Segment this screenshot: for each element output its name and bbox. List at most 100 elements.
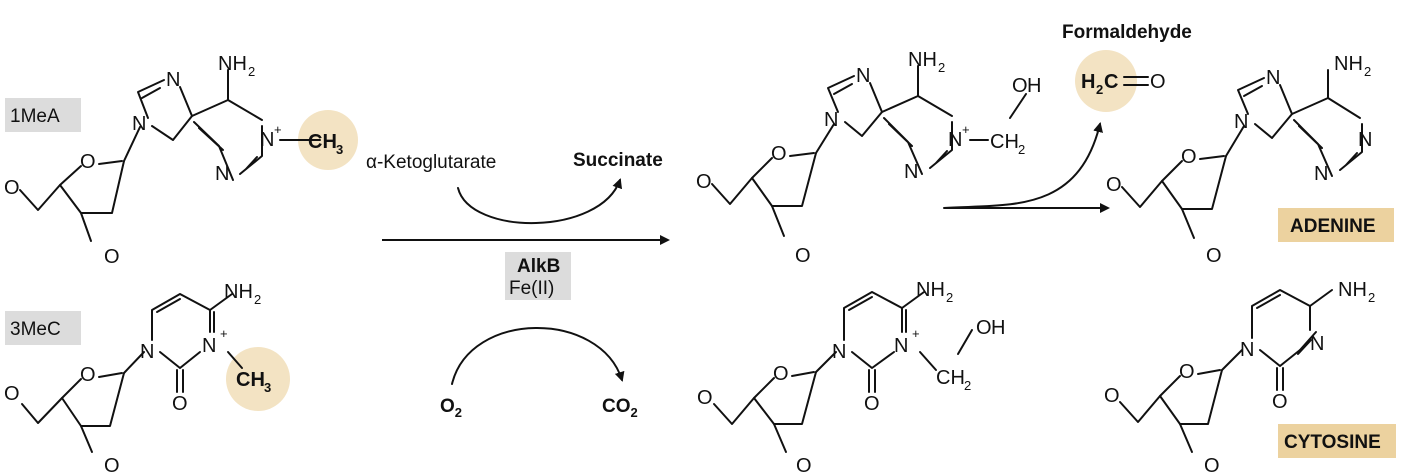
reaction-conditions: α-Ketoglutarate Succinate AlkB Fe(II) O2… [366, 150, 670, 420]
atom-n3: N [215, 163, 229, 185]
hydroxyl-h: H [991, 317, 1005, 339]
hydroxyl-h: H [1027, 75, 1041, 97]
carbonyl-o: O [172, 393, 188, 415]
amine-nh: NH [916, 279, 945, 301]
purine-ring: N N N N NH 2 [1234, 53, 1372, 185]
formaldehyde-label: Formaldehyde [1062, 22, 1192, 43]
cytosine-box [1278, 424, 1396, 458]
enzyme-box [505, 252, 571, 300]
ring-oxygen: O [1181, 146, 1197, 168]
oxygen-3: O [1204, 455, 1220, 473]
atom-n3: N [1310, 333, 1324, 355]
oxygen-3: O [796, 455, 812, 473]
pyrimidine-ring: N N + O NH 2 CH 3 [140, 281, 271, 415]
methyl-ch: CH [236, 369, 265, 391]
methylene-sub: 2 [964, 378, 971, 393]
formaldehyde-c: C [1104, 71, 1118, 93]
purine-ring: N N N N + NH 2 CH 2 O H [824, 49, 1041, 183]
ketoglutarate-label: α-Ketoglutarate [366, 152, 496, 173]
amine-sub: 2 [938, 60, 945, 75]
ring-oxygen: O [771, 143, 787, 165]
co2-label: CO2 [602, 396, 638, 420]
atom-n3: N [1314, 163, 1328, 185]
carbonyl-o: O [1272, 391, 1288, 413]
charge-plus: + [912, 326, 920, 341]
deoxyribose-ring: O O O [4, 126, 141, 268]
cofactor-label: Fe(II) [509, 278, 554, 299]
formaldehyde-h: H [1081, 71, 1095, 93]
deoxyribose-ring: O O O [1106, 125, 1245, 267]
oxygen-arrow [451, 327, 625, 385]
cosubstrate-arrow [457, 178, 622, 224]
atom-n7: N [166, 69, 180, 91]
charge-plus: + [220, 326, 228, 341]
formaldehyde-double-bond [1123, 76, 1149, 86]
hydroxyl-o: O [976, 317, 992, 339]
atom-n9: N [132, 113, 146, 135]
methyl-ch: CH [308, 131, 337, 153]
formaldehyde-h-sub: 2 [1096, 82, 1103, 97]
atom-n7: N [856, 65, 870, 87]
methylene-ch: CH [990, 131, 1019, 153]
methyl-sub: 3 [336, 142, 343, 157]
deoxyribose-ring: O O O [4, 351, 145, 473]
charge-plus: + [962, 122, 970, 137]
formaldehyde-release: Formaldehyde H 2 C O [943, 22, 1192, 213]
charge-plus: + [274, 122, 282, 137]
succinate-label: Succinate [573, 150, 663, 171]
oxygen-3: O [1206, 245, 1222, 267]
ring-oxygen: O [80, 151, 96, 173]
product-cytosine: O O O N N O NH 2 CYTOSINE [1104, 279, 1396, 473]
methylene-ch: CH [936, 367, 965, 389]
oxygen-3: O [104, 455, 120, 473]
oxygen-5: O [4, 383, 20, 405]
methyl-highlight [298, 110, 358, 170]
amine-nh: NH [1338, 279, 1367, 301]
label-box-1mea [5, 98, 81, 132]
formaldehyde-o: O [1150, 71, 1166, 93]
adenine-label: ADENINE [1290, 216, 1376, 237]
atom-n9: N [824, 109, 838, 131]
amine-nh: NH [908, 49, 937, 71]
purine-ring: N N N N + NH 2 CH 3 [132, 53, 343, 185]
intermediate-adenine: O O O N N N N + NH 2 CH 2 O H [696, 49, 1041, 267]
substrate-1mea: 1MeA O O O N N N N + NH 2 [4, 53, 358, 268]
formaldehyde-highlight [1075, 50, 1137, 112]
methyl-highlight [226, 347, 290, 411]
oxygen-5: O [4, 177, 20, 199]
amine-sub: 2 [248, 64, 255, 79]
carbonyl-o: O [864, 393, 880, 415]
pyrimidine-ring: N N O NH 2 [1240, 279, 1375, 413]
product-adenine: O O O N N N N NH 2 ADENINE [1106, 53, 1394, 267]
adenine-box [1278, 208, 1394, 242]
ring-oxygen: O [773, 363, 789, 385]
deoxyribose-ring: O O O [697, 351, 837, 473]
amine-nh: NH [218, 53, 247, 75]
product-arrow [943, 122, 1103, 209]
amine-nh: NH [224, 281, 253, 303]
pyrimidine-ring: N N + O NH 2 CH 2 O H [832, 279, 1005, 415]
atom-n3: N [894, 335, 908, 357]
amine-sub: 2 [254, 292, 261, 307]
atom-n9: N [1234, 111, 1248, 133]
methylene-sub: 2 [1018, 142, 1025, 157]
amine-nh: NH [1334, 53, 1363, 75]
ring-oxygen: O [1179, 361, 1195, 383]
atom-n1: N [1358, 129, 1372, 151]
amine-sub: 2 [1368, 290, 1375, 305]
oxygen-5: O [697, 387, 713, 409]
atom-n1: N [140, 341, 154, 363]
intermediate-cytosine: O O O N N + O NH 2 CH 2 O H [697, 279, 1005, 473]
atom-n3: N [904, 161, 918, 183]
atom-n3: N [202, 335, 216, 357]
label-1mea: 1MeA [10, 106, 60, 127]
hydroxyl-o: O [1012, 75, 1028, 97]
atom-n1: N [832, 341, 846, 363]
o2-label: O2 [440, 396, 462, 420]
atom-n1: N [1240, 339, 1254, 361]
atom-n1: N [260, 129, 274, 151]
label-3mec: 3MeC [10, 319, 61, 340]
oxygen-5: O [696, 171, 712, 193]
oxygen-5: O [1104, 385, 1120, 407]
